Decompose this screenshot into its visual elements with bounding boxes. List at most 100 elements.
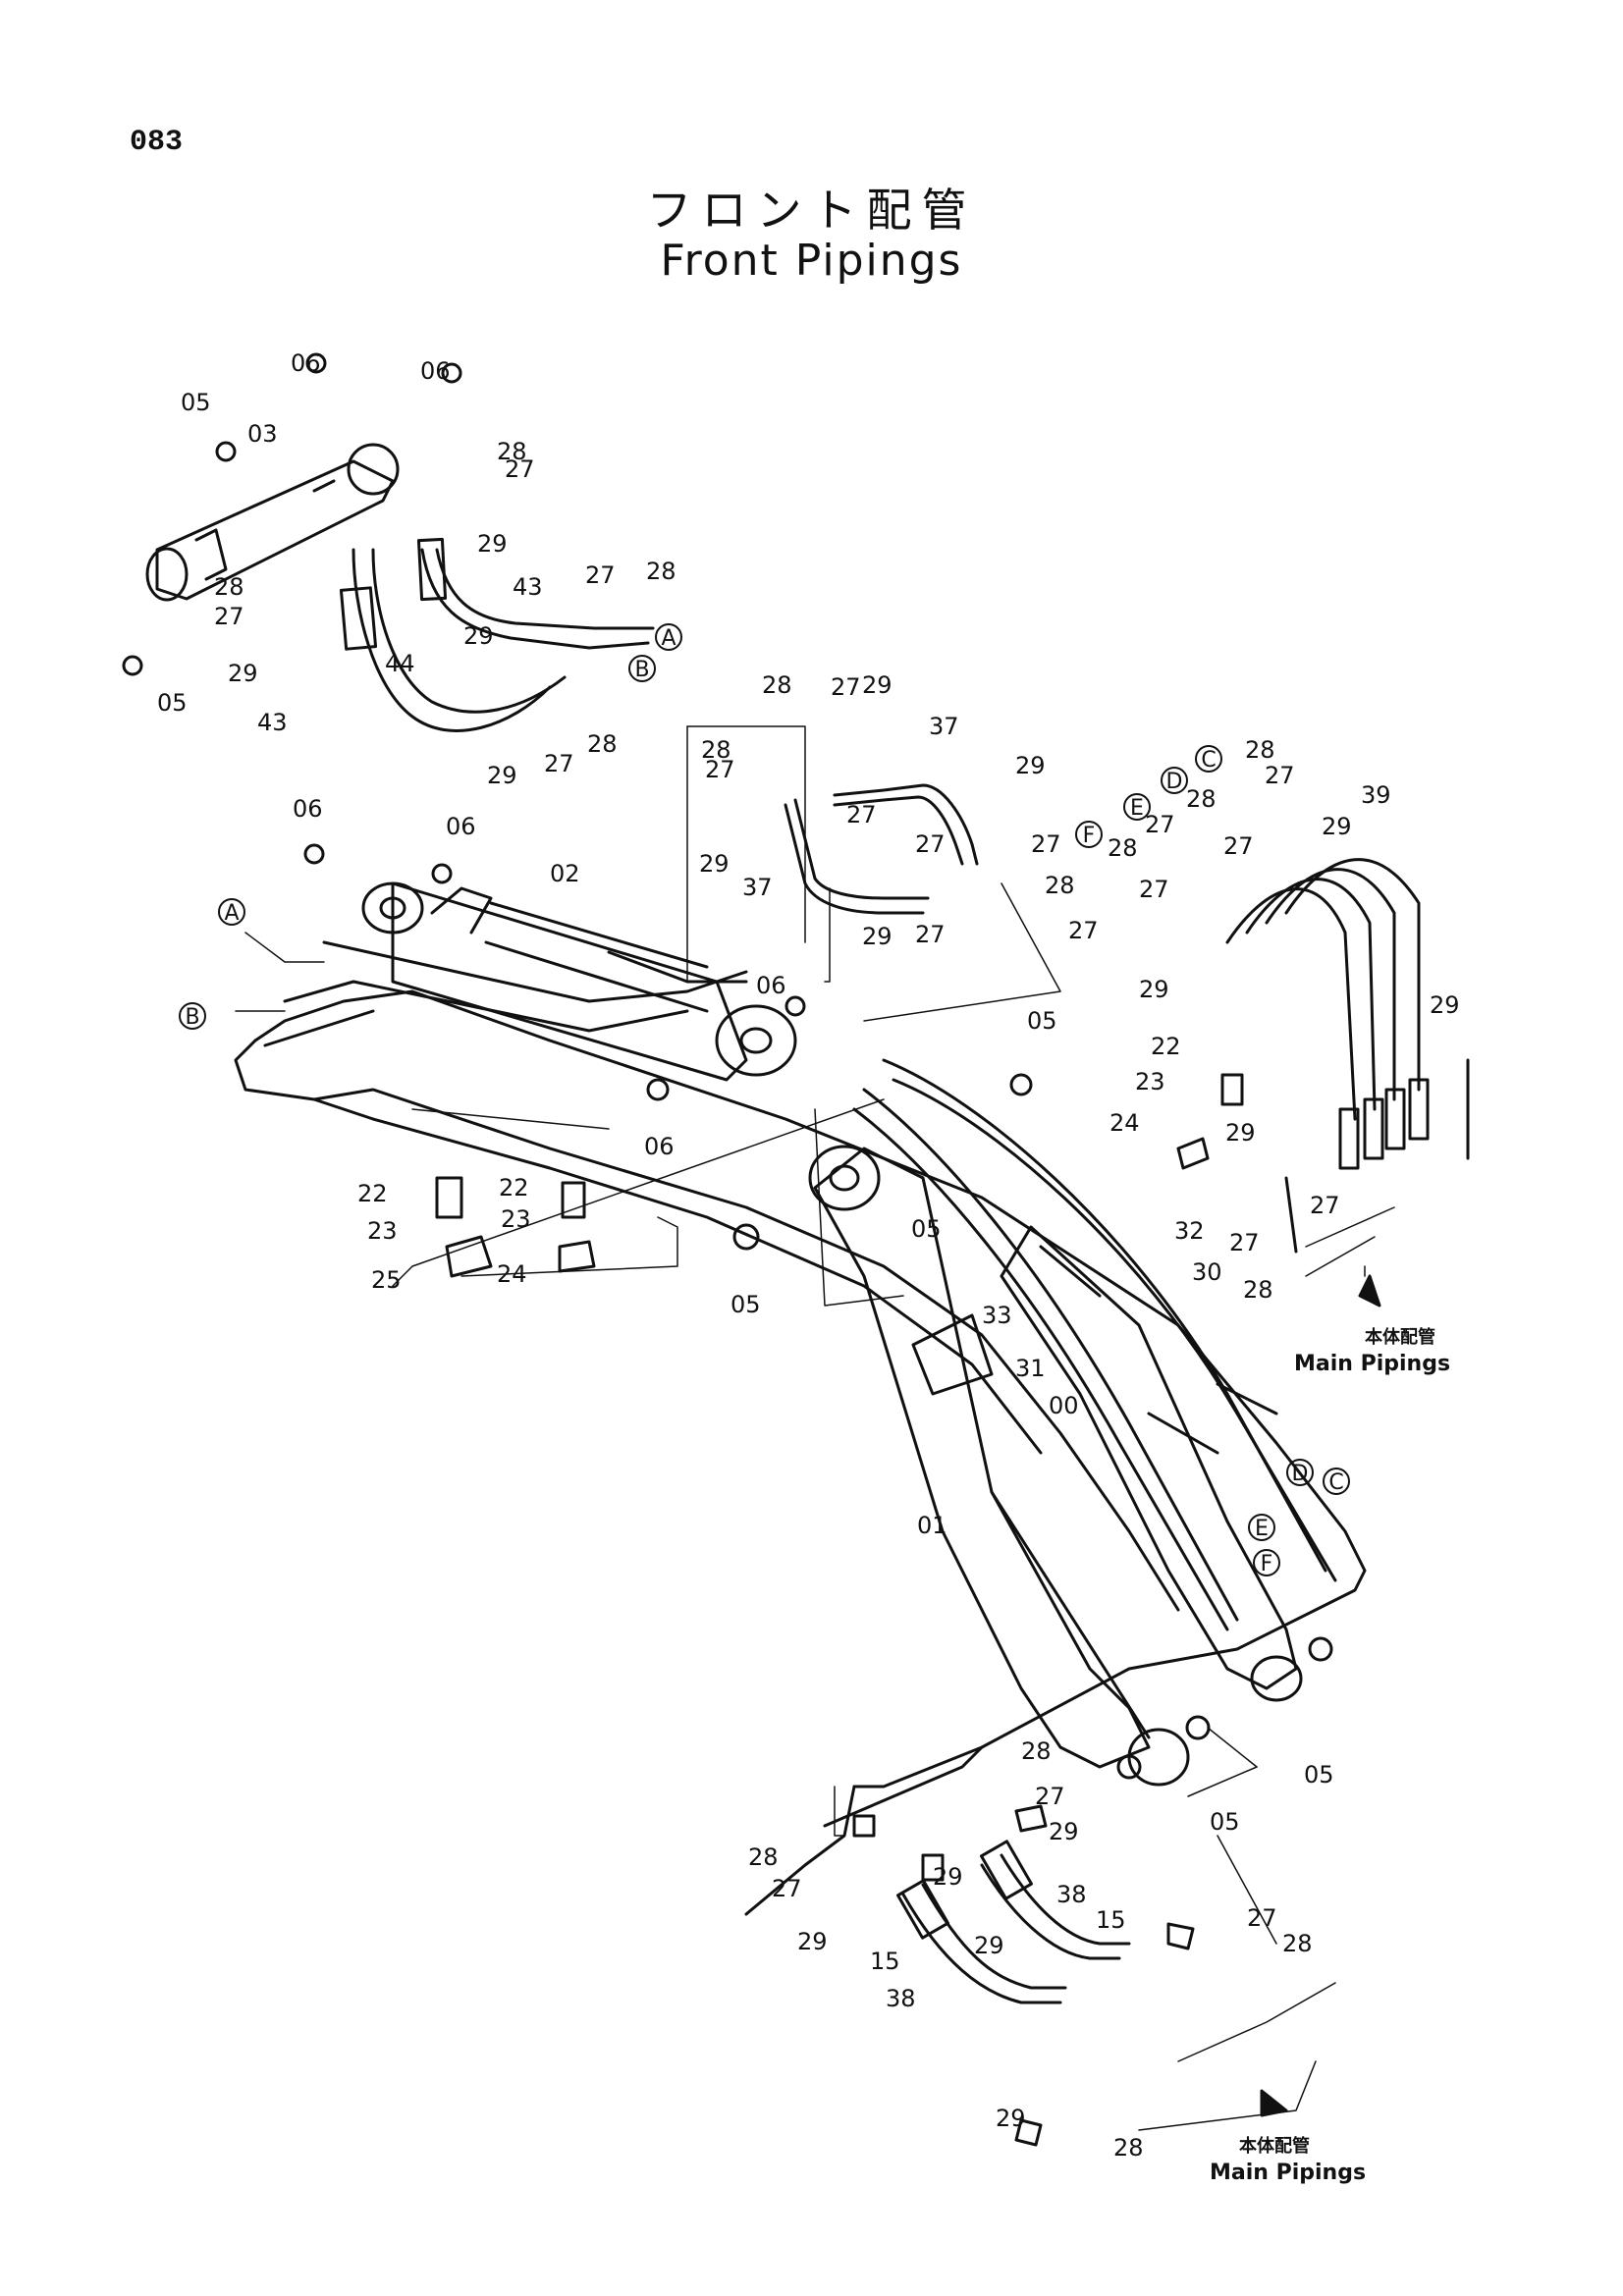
callout-43-b: 43 [257, 709, 288, 736]
outlet-arrows [1260, 1274, 1381, 2117]
callout-27-t: 27 [1247, 1904, 1277, 1932]
connector-f-boom: F [1261, 1552, 1273, 1576]
callout-29-i: 29 [1322, 813, 1352, 840]
callout-29-n: 29 [933, 1863, 963, 1891]
callout-05-g: 05 [1210, 1808, 1240, 1836]
callout-05-c: 05 [1027, 1007, 1057, 1035]
callout-28-l: 28 [1021, 1737, 1052, 1765]
callout-27-r: 27 [1035, 1783, 1065, 1810]
callout-33: 33 [982, 1302, 1012, 1329]
callout-01: 01 [917, 1512, 947, 1539]
callout-23-c: 23 [501, 1205, 531, 1233]
callout-29-k: 29 [1225, 1119, 1256, 1147]
callout-29-l: 29 [1430, 991, 1460, 1019]
outlet-label-en-1: Main Pipings [1294, 1352, 1450, 1376]
callout-28-b: 28 [214, 573, 244, 601]
callout-44: 44 [385, 650, 415, 677]
callout-27-c: 27 [585, 561, 616, 589]
callout-29-p: 29 [974, 1932, 1004, 1959]
callout-15-a: 15 [1096, 1906, 1126, 1934]
title-japanese: フロント配管 [646, 184, 977, 237]
part-callouts: 00 01 02 03 05 05 05 05 05 05 05 05 06 0… [157, 349, 1460, 2162]
callout-05-d: 05 [911, 1215, 942, 1243]
outlet-label-jp-1: 本体配管 [1365, 1326, 1435, 1348]
callout-06-f: 06 [644, 1133, 675, 1160]
callout-28-c: 28 [646, 558, 676, 585]
callout-22-a: 22 [1151, 1033, 1181, 1060]
callout-05-a: 05 [181, 389, 211, 416]
callout-27-g: 27 [846, 801, 877, 828]
callout-29-a: 29 [477, 530, 508, 558]
callout-29-d: 29 [487, 762, 517, 789]
connector-c-boom: C [1328, 1470, 1343, 1495]
connector-f-top: F [1083, 824, 1096, 848]
callout-22-b: 22 [357, 1180, 388, 1207]
connector-b-top: B [634, 658, 649, 682]
connector-circles [179, 623, 1350, 1576]
callout-06-e: 06 [756, 972, 786, 999]
connector-b-boom: B [185, 1005, 199, 1030]
callout-05-e: 05 [730, 1291, 761, 1318]
callout-27-p: 27 [1310, 1192, 1340, 1219]
callout-30: 30 [1192, 1258, 1222, 1286]
outlet-label-en-2: Main Pipings [1210, 2161, 1366, 2185]
bucket-cylinder [1000, 1225, 1303, 1702]
callout-27-i: 27 [1031, 830, 1061, 858]
callout-22-c: 22 [499, 1174, 529, 1201]
callout-37-b: 37 [742, 874, 773, 901]
callout-27-q: 27 [1229, 1229, 1260, 1256]
callout-27-e: 27 [705, 756, 735, 783]
callout-29-h: 29 [1015, 752, 1046, 779]
callout-27-h: 27 [915, 830, 946, 858]
callout-28-m: 28 [748, 1843, 779, 1871]
outlet-label-jp-2: 本体配管 [1239, 2135, 1310, 2157]
detail-pipes-39 [1225, 858, 1430, 1170]
callout-27-n: 27 [1139, 876, 1169, 903]
boom-body [234, 989, 1367, 1916]
connector-e-top: E [1130, 796, 1144, 821]
connector-labels: A A B B C C D D E E F F [185, 626, 1343, 1576]
boom-hoses [852, 1058, 1337, 1631]
connector-a-boom: A [224, 901, 239, 926]
callout-37-a: 37 [929, 713, 959, 740]
callout-27-o: 27 [1068, 917, 1099, 944]
callout-15-b: 15 [870, 1948, 900, 1975]
callout-28-f: 28 [701, 736, 731, 764]
title-english: Front Pipings [660, 236, 963, 286]
callout-29-j: 29 [1139, 976, 1169, 1003]
callout-27-j: 27 [915, 921, 946, 948]
page-number: 083 [130, 126, 184, 159]
callout-02: 02 [550, 860, 580, 887]
callout-27-a: 27 [505, 455, 535, 483]
callout-27-b: 27 [214, 603, 244, 630]
small-parts [122, 352, 1470, 2147]
connector-c-top: C [1201, 748, 1216, 773]
callout-05-f: 05 [1304, 1761, 1334, 1789]
callout-27-k: 27 [1265, 762, 1295, 789]
callout-28-j: 28 [1108, 834, 1138, 862]
outlet-labels: 本体配管 Main Pipings 本体配管 Main Pipings [1210, 1326, 1450, 2185]
callout-03: 03 [247, 420, 278, 448]
callout-39: 39 [1361, 781, 1391, 809]
detail-hose-37 [784, 783, 979, 915]
callout-05-b: 05 [157, 689, 188, 717]
callout-00: 00 [1049, 1392, 1079, 1419]
callout-29-c: 29 [463, 622, 494, 650]
callout-27-d: 27 [544, 750, 574, 777]
callout-06-a: 06 [291, 349, 321, 377]
callout-38-a: 38 [1056, 1881, 1087, 1908]
callout-29-o: 29 [797, 1928, 828, 1955]
callout-28-h: 28 [1245, 736, 1275, 764]
callout-28-k: 28 [1243, 1276, 1273, 1304]
callout-27-f: 27 [831, 673, 861, 701]
callout-29-m: 29 [1049, 1818, 1079, 1845]
boom-cylinder [808, 1145, 1190, 1787]
callout-43-a: 43 [513, 573, 543, 601]
connector-a-top: A [661, 626, 676, 651]
callout-23-a: 23 [1135, 1068, 1165, 1095]
connector-e-boom: E [1255, 1517, 1269, 1541]
callout-28-o: 28 [1113, 2134, 1144, 2162]
callout-29-g: 29 [862, 923, 893, 950]
arm-cylinder [361, 881, 797, 1082]
connector-d-boom: D [1292, 1462, 1309, 1486]
